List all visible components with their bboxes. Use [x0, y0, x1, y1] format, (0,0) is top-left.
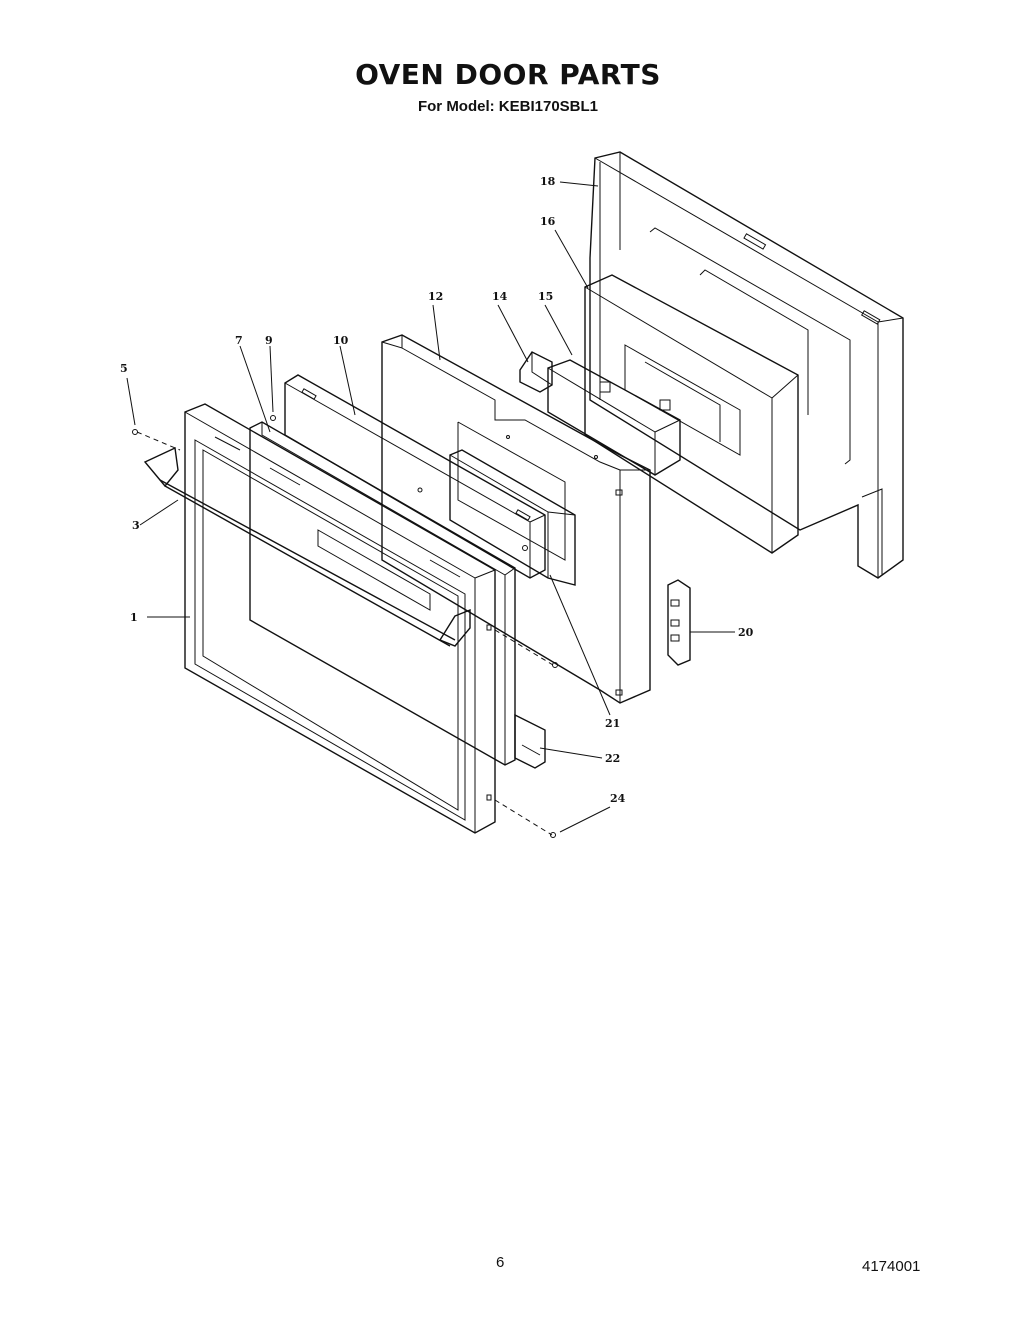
callout-22: 22 [605, 752, 620, 765]
part-20-hinge-bracket [667, 579, 691, 666]
callout-24: 24 [610, 792, 626, 805]
part-3-door-handle [143, 446, 471, 647]
part-14-bracket [519, 351, 553, 393]
part-22-bottom-bracket [514, 713, 546, 769]
callout-16: 16 [540, 215, 556, 228]
part-1-outer-door [184, 403, 496, 834]
callout-leaders [126, 181, 735, 833]
callout-3: 3 [132, 519, 140, 532]
callout-12: 12 [428, 290, 443, 303]
callout-20: 20 [738, 626, 754, 639]
part-18-door-back-panel [589, 151, 904, 579]
callout-14: 14 [492, 290, 508, 303]
page-number: 6 [496, 1254, 505, 1271]
callout-7: 7 [235, 334, 243, 347]
callout-1: 1 [130, 611, 138, 624]
part-12-inner-panel [381, 334, 651, 704]
document-number: 4174001 [862, 1258, 921, 1275]
callout-18: 18 [540, 175, 556, 188]
part-15-window-pan [547, 359, 681, 476]
model-subtitle: For Model: KEBI170SBL1 [417, 98, 599, 115]
page-title: OVEN DOOR PARTS [355, 58, 661, 91]
callout-labels: 1 3 5 7 9 10 12 14 15 16 18 20 21 22 24 [120, 175, 754, 805]
callout-9: 9 [265, 334, 273, 347]
callout-15: 15 [538, 290, 553, 303]
part-10-door-liner [284, 374, 546, 579]
callout-10: 10 [333, 334, 349, 347]
part-16-insulation [584, 274, 799, 554]
assembly-lines [136, 431, 554, 836]
callout-5: 5 [120, 362, 128, 375]
part-7-trim-rail [249, 421, 516, 766]
callout-21: 21 [605, 717, 620, 730]
part-21-shield [449, 449, 576, 586]
